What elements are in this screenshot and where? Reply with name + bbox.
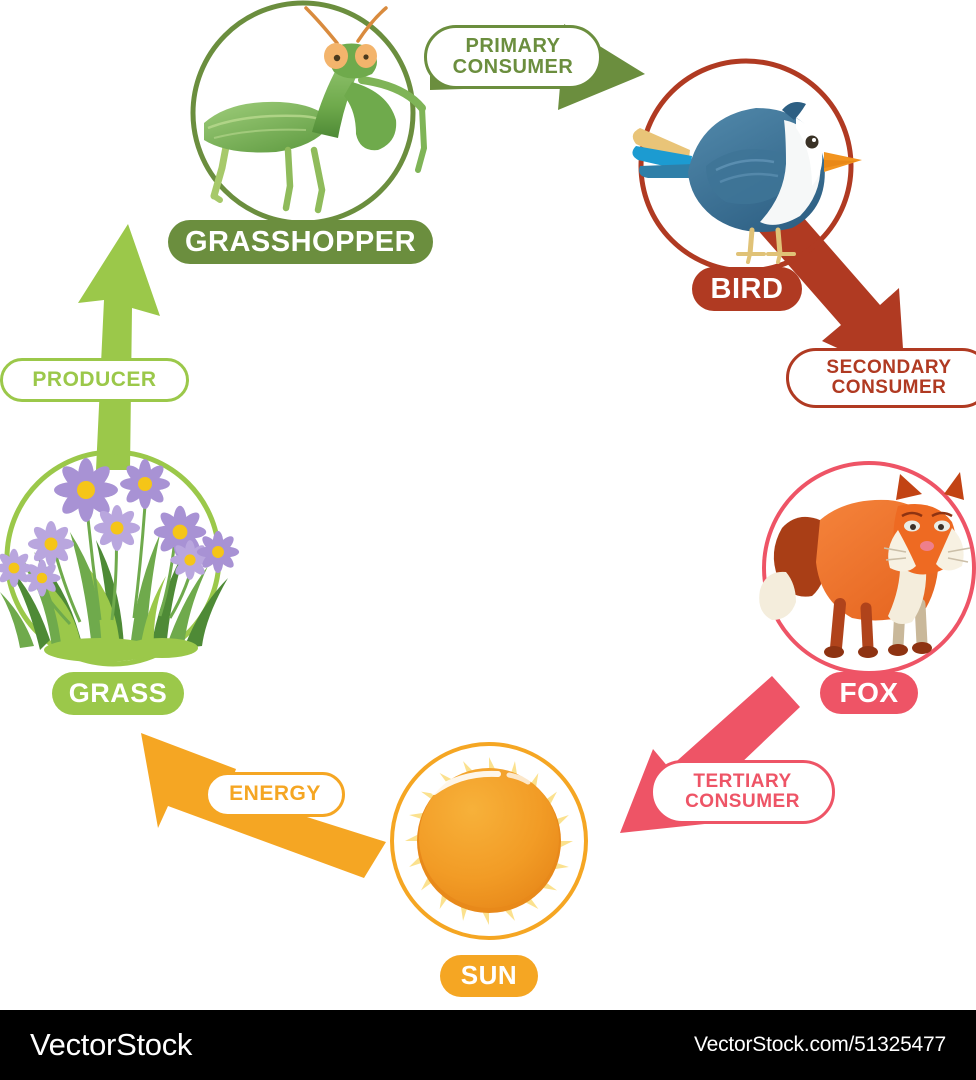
label-bird[interactable]: BIRD bbox=[692, 267, 802, 311]
fox-icon bbox=[759, 472, 971, 658]
node-grass[interactable] bbox=[0, 449, 240, 667]
arrow-producer bbox=[78, 224, 160, 470]
grasshopper-icon bbox=[204, 6, 428, 214]
label-secondary-consumer[interactable]: SECONDARY CONSUMER bbox=[786, 348, 976, 408]
node-sun[interactable] bbox=[390, 742, 588, 940]
vectorstock-url: VectorStock.com/51325477 bbox=[693, 1033, 946, 1056]
label-sun[interactable]: SUN bbox=[440, 955, 538, 997]
food-chain-diagram bbox=[0, 0, 976, 940]
vectorstock-brand: VectorStock bbox=[30, 1027, 193, 1062]
arrow-secondary-consumer bbox=[756, 201, 905, 379]
label-fox[interactable]: FOX bbox=[820, 672, 918, 714]
node-fox[interactable] bbox=[759, 461, 976, 675]
sun-ring bbox=[390, 742, 588, 940]
label-tertiary-consumer[interactable]: TERTIARY CONSUMER bbox=[650, 760, 835, 824]
watermark-footer: VectorStock VectorStock.com/51325477 bbox=[0, 1010, 976, 1080]
sun-icon bbox=[405, 757, 573, 925]
node-bird[interactable] bbox=[632, 58, 862, 274]
node-grasshopper[interactable] bbox=[190, 0, 428, 226]
label-energy[interactable]: ENERGY bbox=[205, 772, 345, 817]
label-producer[interactable]: PRODUCER bbox=[0, 358, 189, 402]
grass-flowers-icon bbox=[0, 458, 240, 662]
bird-icon bbox=[632, 102, 862, 264]
label-grass[interactable]: GRASS bbox=[52, 672, 184, 715]
daisy-group bbox=[0, 458, 240, 597]
label-primary-consumer[interactable]: PRIMARY CONSUMER bbox=[424, 25, 602, 89]
label-grasshopper[interactable]: GRASSHOPPER bbox=[168, 220, 433, 264]
